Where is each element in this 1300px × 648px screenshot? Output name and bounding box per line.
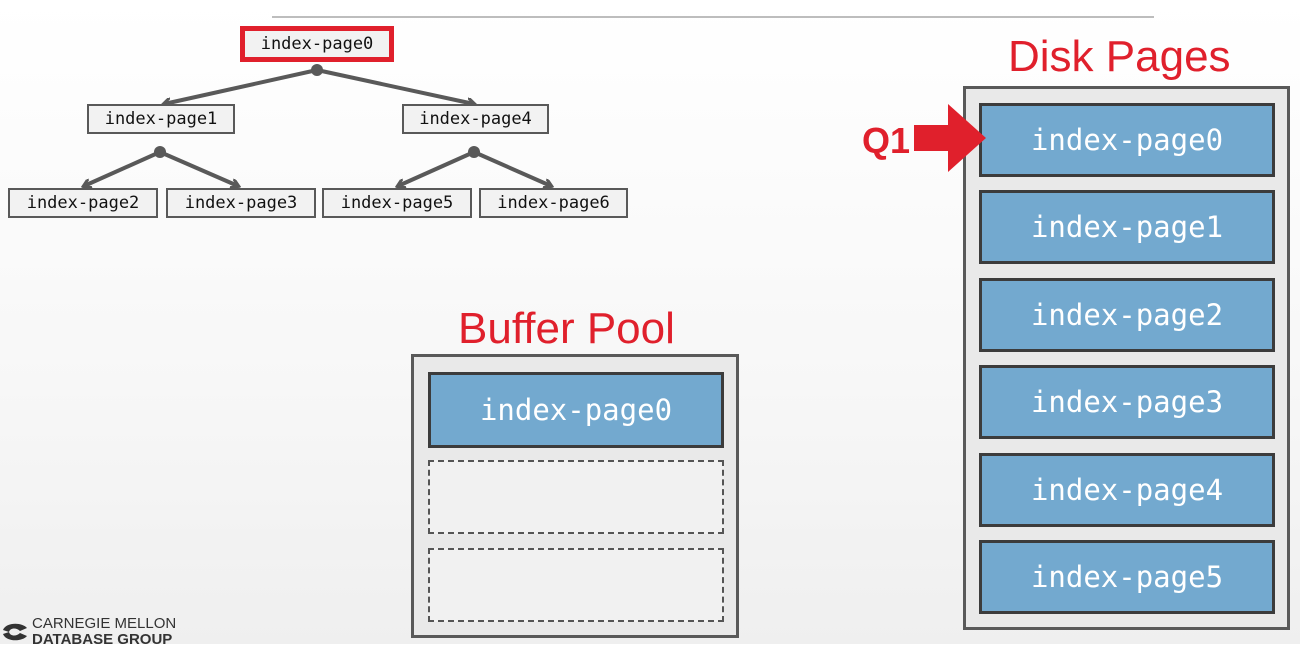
logo-line1: CARNEGIE MELLON: [32, 614, 177, 632]
disk-pages-title: Disk Pages: [1008, 32, 1231, 81]
edge-page4-to-page6: [473, 150, 551, 186]
buffer-pool-empty-slot: [428, 548, 724, 622]
disk-pages-frame: index-page0 index-page1 index-page2 inde…: [963, 86, 1290, 630]
edge-page1-to-page2: [84, 150, 161, 186]
query-label: Q1: [862, 120, 911, 161]
junction-root: [311, 64, 323, 76]
buffer-pool-slot: index-page0: [428, 372, 724, 448]
disk-page: index-page2: [979, 278, 1275, 352]
disk-page: index-page0: [979, 103, 1275, 177]
edge-page4-to-page5: [398, 150, 475, 186]
edge-page1-to-page3: [159, 150, 238, 186]
junction-page4: [468, 146, 480, 158]
tree-node-level1: index-page4: [402, 104, 549, 134]
logo-mark-icon: [3, 623, 27, 641]
buffer-pool-title: Buffer Pool: [458, 304, 675, 353]
top-divider: [272, 0, 1154, 18]
edge-root-to-page1: [164, 68, 318, 104]
disk-page: index-page5: [979, 540, 1275, 614]
disk-page: index-page1: [979, 190, 1275, 264]
logo-line2: DATABASE GROUP: [32, 630, 173, 648]
tree-node-root: index-page0: [240, 26, 394, 62]
cmu-db-logo: CARNEGIE MELLON DATABASE GROUP: [0, 614, 177, 648]
q1-arrow-icon: [914, 104, 986, 172]
tree-node-level2: index-page2: [8, 188, 158, 218]
tree-node-level2: index-page5: [322, 188, 472, 218]
buffer-pool-frame: index-page0: [411, 354, 739, 638]
junction-page1: [154, 146, 166, 158]
tree-node-level2: index-page3: [166, 188, 316, 218]
edge-root-to-page4: [316, 68, 474, 104]
tree-node-level2: index-page6: [479, 188, 628, 218]
disk-page: index-page4: [979, 453, 1275, 527]
buffer-pool-empty-slot: [428, 460, 724, 534]
tree-node-level1: index-page1: [87, 104, 235, 134]
disk-page: index-page3: [979, 365, 1275, 439]
